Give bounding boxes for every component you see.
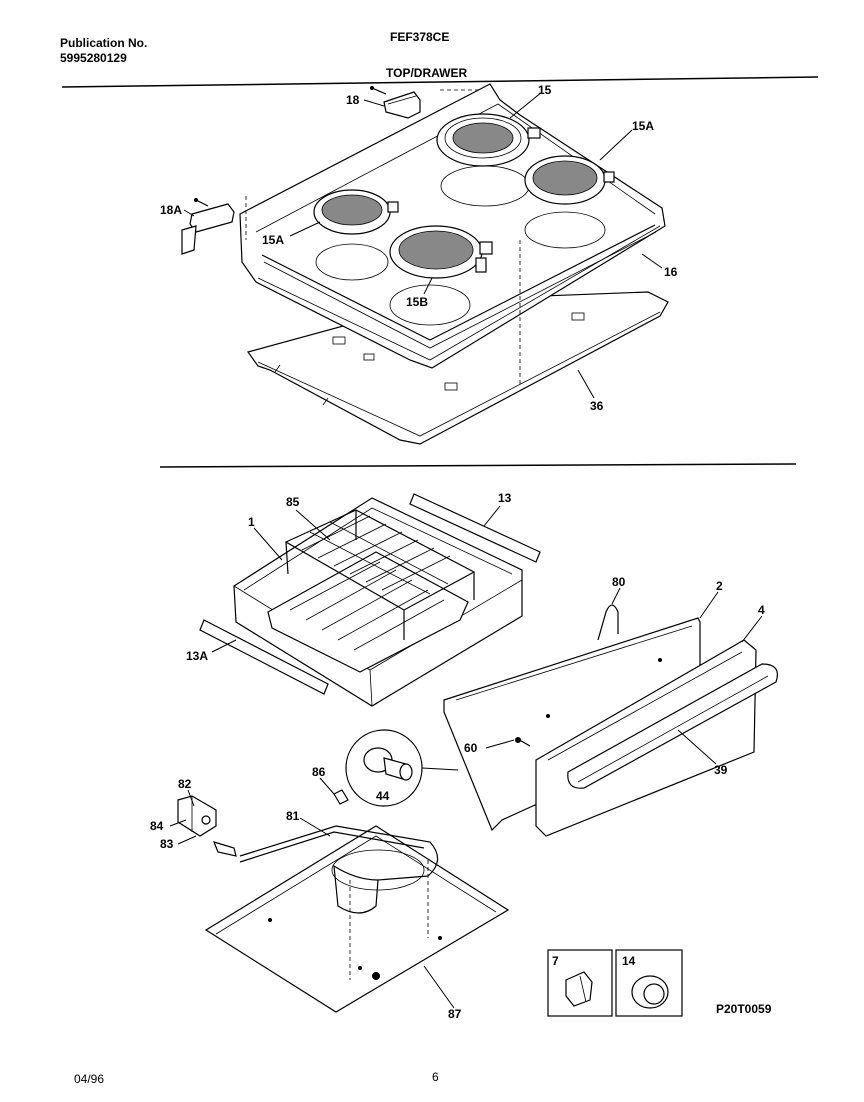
- section-title: TOP/DRAWER: [386, 66, 468, 80]
- surface-element-15: [436, 113, 541, 167]
- terminal-block-82: [177, 795, 237, 857]
- callout-84: 84: [150, 819, 164, 833]
- section-divider: [159, 463, 797, 468]
- callout-85: 85: [286, 495, 300, 509]
- drawer-handle-39: [567, 663, 778, 789]
- drawer-assembly: [177, 493, 778, 1013]
- diagram-code: P20T0059: [716, 1002, 772, 1016]
- page-number: 6: [432, 1070, 439, 1084]
- callout-83: 83: [160, 837, 174, 851]
- callout-1: 1: [248, 515, 255, 529]
- callout-39: 39: [714, 763, 728, 777]
- cooktop-assembly: [181, 83, 669, 445]
- callout-14: 14: [622, 954, 636, 968]
- callout-18: 18: [346, 93, 360, 107]
- callout-86: 86: [312, 765, 326, 779]
- callout-44: 44: [376, 789, 390, 803]
- callout-7: 7: [552, 954, 559, 968]
- callout-15a-right: 15A: [632, 119, 654, 133]
- callout-36: 36: [590, 399, 604, 413]
- callout-13a: 13A: [186, 649, 208, 663]
- callout-4: 4: [758, 603, 765, 617]
- publication-label: Publication No.: [60, 36, 148, 50]
- top-leader-lines: [183, 91, 663, 399]
- callout-15a-left: 15A: [262, 233, 284, 247]
- callout-16: 16: [664, 265, 678, 279]
- bottom-panel-87: [204, 825, 510, 1013]
- inset-part-7: [547, 949, 613, 1017]
- knob-44-detail: [345, 729, 459, 807]
- callout-87: 87: [448, 1007, 462, 1021]
- callout-13: 13: [498, 491, 512, 505]
- callout-60: 60: [464, 741, 478, 755]
- footer-date: 04/96: [74, 1072, 105, 1086]
- header-rule: [61, 76, 819, 88]
- callout-80: 80: [612, 575, 626, 589]
- callout-18a: 18A: [160, 203, 182, 217]
- publication-number: 5995280129: [60, 51, 127, 65]
- broiler-grid-85: [284, 509, 476, 640]
- surface-element-15b: [389, 225, 493, 279]
- callout-81: 81: [286, 809, 300, 823]
- inset-part-14: [615, 949, 683, 1017]
- callout-2: 2: [716, 579, 723, 593]
- surface-element-15a-right: [524, 155, 615, 205]
- model-number: FEF378CE: [390, 30, 450, 44]
- callout-15: 15: [538, 83, 552, 97]
- callout-82: 82: [178, 777, 192, 791]
- bracket-18a: [181, 198, 235, 255]
- drawer-leader-lines: [169, 505, 763, 1009]
- broil-element-81: [239, 825, 439, 980]
- callout-15b: 15B: [406, 295, 428, 309]
- bracket-18: [370, 86, 421, 119]
- surface-element-15a-left: [313, 189, 399, 235]
